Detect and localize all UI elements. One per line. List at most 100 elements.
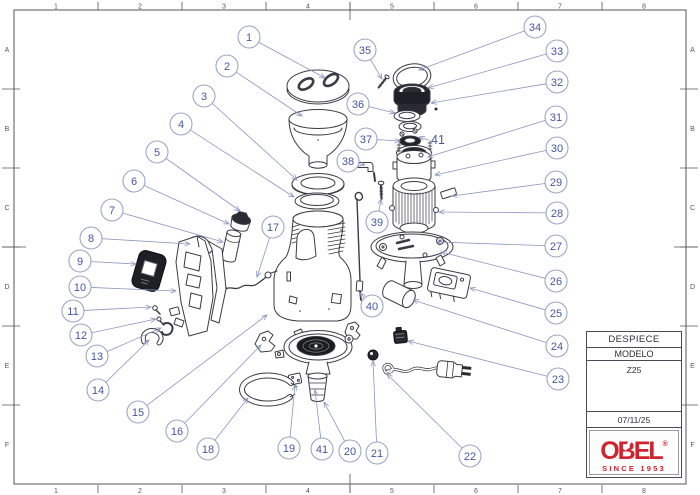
leader-11 xyxy=(83,307,151,311)
balloon-27 xyxy=(544,234,568,258)
balloon-number-36: 36 xyxy=(352,99,364,111)
balloon-7 xyxy=(100,198,124,222)
balloon-number-3: 3 xyxy=(201,91,207,103)
leader-22 xyxy=(387,374,463,449)
leader-29 xyxy=(452,183,546,196)
part-burr-carrier xyxy=(392,140,436,184)
balloon-17 xyxy=(261,215,285,239)
balloon-number-22: 22 xyxy=(464,451,476,463)
part-rubber-foot xyxy=(367,349,379,361)
leader-lines xyxy=(83,30,548,449)
grid-row-label: E xyxy=(690,363,695,370)
leader-41 xyxy=(315,390,322,439)
balloon-18 xyxy=(196,437,220,461)
balloon-number-13: 13 xyxy=(91,351,103,363)
balloon-number-4: 4 xyxy=(178,119,184,131)
grid-row-label: A xyxy=(5,47,10,54)
balloon-number-41: 41 xyxy=(316,444,328,456)
balloon-10 xyxy=(68,275,92,299)
balloon-24 xyxy=(545,334,569,358)
leader-39 xyxy=(379,199,381,212)
brand-logo-inner: OBEL® SINCE 1953 xyxy=(589,430,679,475)
balloon-16 xyxy=(165,419,189,443)
free-label-41: 41 xyxy=(431,133,445,147)
balloon-38 xyxy=(336,149,360,173)
balloon-41 xyxy=(310,437,334,461)
leader-40 xyxy=(360,293,365,298)
balloon-number-32: 32 xyxy=(551,77,563,89)
balloon-6 xyxy=(122,169,146,193)
balloon-number-10: 10 xyxy=(74,282,86,294)
leader-10 xyxy=(90,287,176,291)
balloon-number-19: 19 xyxy=(283,443,295,455)
leader-2 xyxy=(235,71,302,116)
title-model-value: Z25 xyxy=(587,361,681,412)
leader-32 xyxy=(431,83,547,103)
leader-26 xyxy=(441,252,546,279)
balloon-28 xyxy=(545,201,569,225)
balloon-number-9: 9 xyxy=(77,256,83,268)
balloon-number-15: 15 xyxy=(132,407,144,419)
balloon-number-11: 11 xyxy=(67,306,78,318)
balloon-number-8: 8 xyxy=(88,233,94,245)
balloon-number-33: 33 xyxy=(551,46,563,58)
title-section-label: DESPIECE xyxy=(587,332,681,348)
balloon-30 xyxy=(545,136,569,160)
leader-5 xyxy=(165,158,240,211)
part-grounds-tray xyxy=(239,372,298,407)
part-key-plate xyxy=(440,187,458,200)
grid-col-label: 8 xyxy=(642,4,646,11)
balloon-number-23: 23 xyxy=(552,374,564,386)
leader-1 xyxy=(258,41,325,78)
balloon-20 xyxy=(338,439,362,463)
leader-27 xyxy=(437,242,546,247)
part-power-cord xyxy=(382,360,472,379)
part-connector xyxy=(393,326,408,344)
balloon-number-7: 7 xyxy=(109,205,115,217)
exploded-view-drawing xyxy=(131,63,472,407)
leader-23 xyxy=(408,341,548,377)
leader-17 xyxy=(257,237,271,277)
part-small-hardware xyxy=(140,305,174,346)
grid-col-label: 5 xyxy=(390,4,394,11)
balloon-number-6: 6 xyxy=(131,176,137,188)
registered-mark: ® xyxy=(662,440,668,448)
balloon-number-5: 5 xyxy=(154,147,160,159)
title-block: DESPIECE MODELO Z25 07/11/25 OBEL® SINCE… xyxy=(586,331,682,478)
leader-28 xyxy=(439,212,547,213)
balloon-13 xyxy=(85,344,109,368)
balloon-number-31: 31 xyxy=(550,112,562,124)
grid-col-label: 3 xyxy=(222,488,226,495)
balloon-33 xyxy=(545,39,569,63)
balloon-1 xyxy=(237,25,261,49)
leader-13 xyxy=(106,328,161,352)
leader-7 xyxy=(122,212,223,242)
grid-col-label: 7 xyxy=(558,488,562,495)
part-elbow-fitting xyxy=(357,162,376,182)
balloon-25 xyxy=(544,301,568,325)
title-model-label: MODELO xyxy=(587,348,681,361)
brand-name: OBEL xyxy=(600,436,663,465)
grid-col-label: 1 xyxy=(54,4,58,11)
leader-33 xyxy=(428,53,547,88)
balloon-35 xyxy=(353,38,377,62)
balloon-number-28: 28 xyxy=(551,208,563,220)
balloon-26 xyxy=(544,269,568,293)
brand-tagline: SINCE 1953 xyxy=(602,463,666,473)
balloon-14 xyxy=(86,378,110,402)
balloon-3 xyxy=(192,84,216,108)
balloon-15 xyxy=(126,400,150,424)
balloon-number-30: 30 xyxy=(551,143,563,155)
leader-15 xyxy=(146,315,267,406)
leader-20 xyxy=(324,402,346,442)
grid-col-label: 1 xyxy=(54,488,58,495)
balloon-31 xyxy=(544,105,568,129)
balloon-36 xyxy=(346,92,370,116)
part-display-panel xyxy=(131,250,167,292)
leader-8 xyxy=(101,238,190,244)
balloon-number-38: 38 xyxy=(342,156,354,168)
grid-row-label: E xyxy=(5,363,10,370)
balloon-2 xyxy=(215,54,239,78)
grid-row-label: D xyxy=(4,284,9,291)
